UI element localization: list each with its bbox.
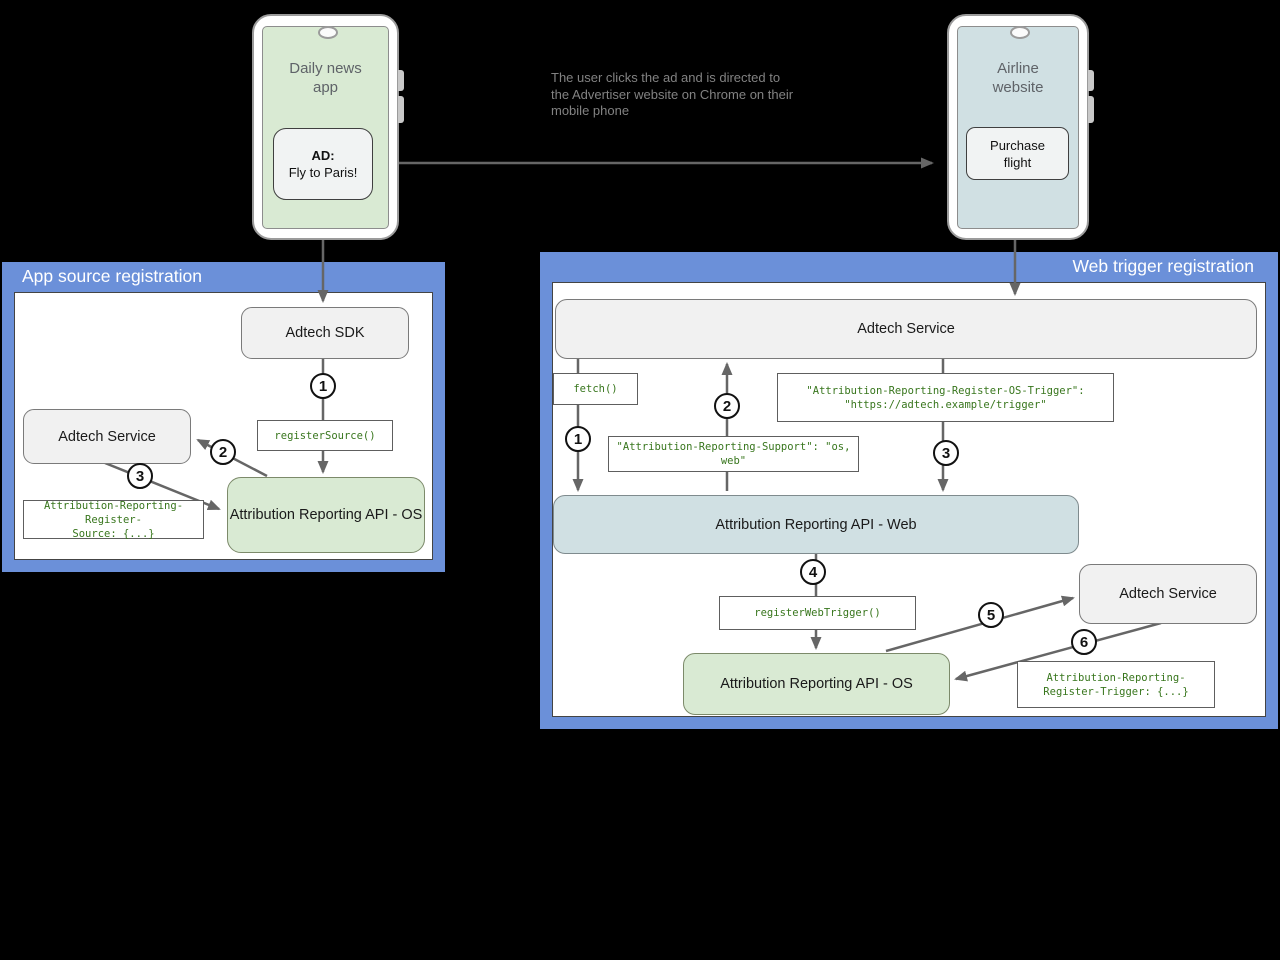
step-badge-3: 3 <box>127 463 153 489</box>
ad-text: Fly to Paris! <box>288 165 358 180</box>
register-source-call-box: registerSource() <box>257 420 393 451</box>
airline-website-title: Airline website <box>992 60 1044 96</box>
adtech-service-node-top: Adtech Service <box>555 299 1257 359</box>
step-badge-2: 2 <box>714 393 740 419</box>
register-trigger-header-box: Attribution-Reporting- Register-Trigger:… <box>1017 661 1215 708</box>
adtech-service-node-right: Adtech Service <box>1079 564 1257 624</box>
user-clicks-ad-annotation: The user clicks the ad and is directed t… <box>551 70 794 118</box>
arrow-service-to-os-api-step6 <box>954 621 1162 682</box>
web-trigger-panel-title: Web trigger registration <box>1072 256 1254 276</box>
step-badge-4: 4 <box>800 559 826 585</box>
attribution-support-header-box: "Attribution-Reporting-Support": "os, we… <box>608 436 859 472</box>
daily-news-app-title: Daily news app <box>289 60 362 96</box>
side-button <box>1088 70 1094 91</box>
camera-icon <box>317 26 338 39</box>
step-badge-1: 1 <box>310 373 336 399</box>
register-os-trigger-header-box: "Attribution-Reporting-Register-OS-Trigg… <box>777 373 1114 422</box>
adtech-service-node-left: Adtech Service <box>23 409 191 464</box>
arrow-os-api-to-service-step5 <box>885 595 1075 653</box>
app-source-panel-title: App source registration <box>22 266 202 286</box>
step-badge-2: 2 <box>210 439 236 465</box>
side-button <box>1088 96 1094 123</box>
register-web-trigger-call-box: registerWebTrigger() <box>719 596 916 630</box>
step-badge-3: 3 <box>933 440 959 466</box>
fetch-call-box: fetch() <box>553 373 638 405</box>
step-badge-5: 5 <box>978 602 1004 628</box>
step-badge-6: 6 <box>1071 629 1097 655</box>
attribution-api-web-node: Attribution Reporting API - Web <box>553 495 1079 554</box>
daily-news-phone: Daily news app AD: Fly to Paris! <box>252 14 404 240</box>
ad-heading: AD: <box>311 148 335 163</box>
attribution-api-os-node-right: Attribution Reporting API - OS <box>683 653 950 715</box>
side-button <box>398 96 404 123</box>
purchase-flight-button: Purchase flight <box>966 127 1069 180</box>
attribution-api-os-node-left: Attribution Reporting API - OS <box>227 477 425 553</box>
airline-phone: Airline website Purchase flight <box>947 14 1094 240</box>
adtech-sdk-node: Adtech SDK <box>241 307 409 359</box>
camera-icon <box>1010 26 1030 39</box>
ad-banner: AD: Fly to Paris! <box>273 128 373 200</box>
airline-screen: Airline website Purchase flight <box>957 26 1079 229</box>
daily-news-screen: Daily news app AD: Fly to Paris! <box>262 26 389 229</box>
side-button <box>398 70 404 91</box>
step-badge-1: 1 <box>565 426 591 452</box>
register-source-header-box: Attribution-Reporting-Register- Source: … <box>23 500 204 540</box>
